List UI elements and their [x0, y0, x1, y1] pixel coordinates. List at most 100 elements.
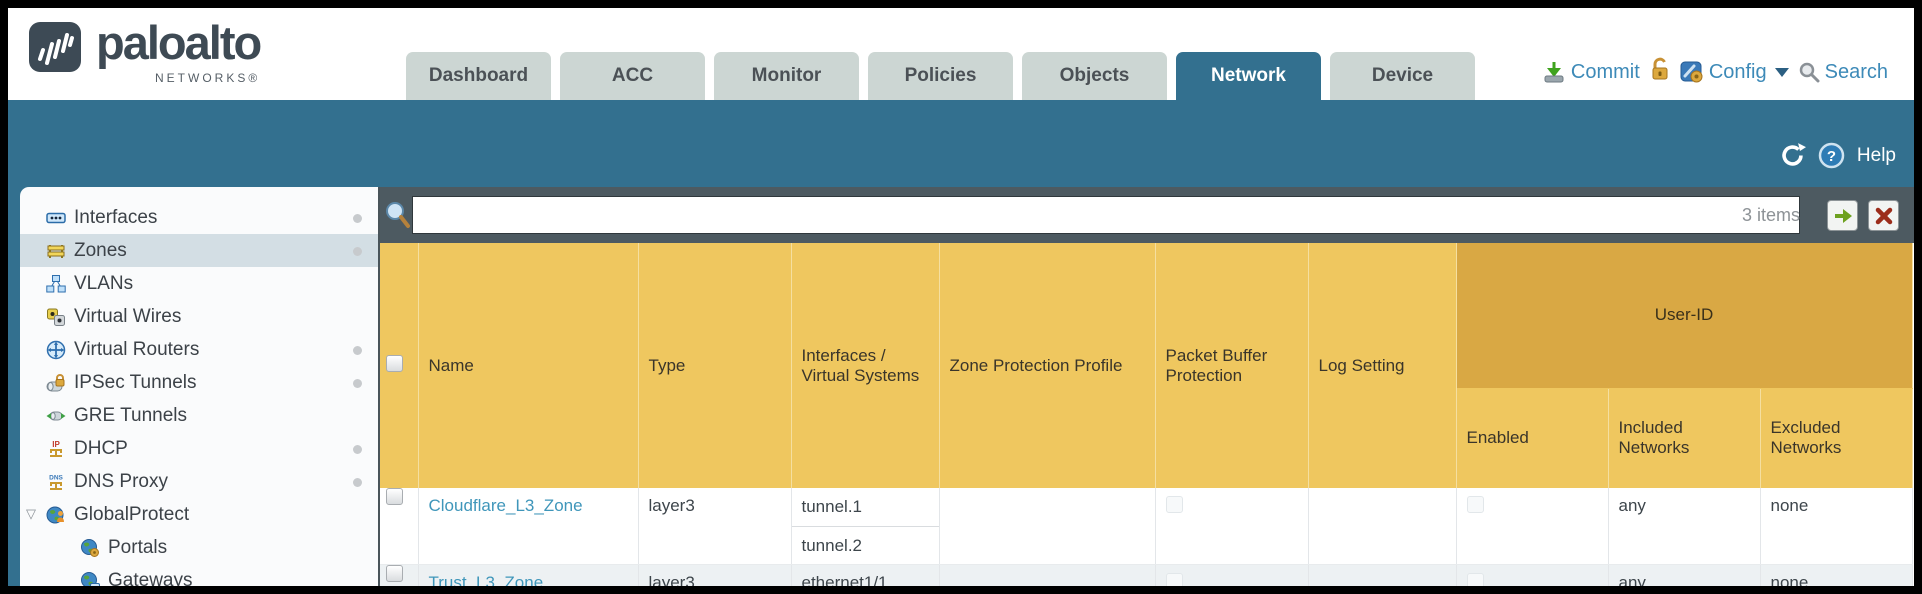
clear-filter-button[interactable] [1868, 200, 1899, 231]
sidebar-item-dhcp[interactable]: IP DHCP [20, 432, 378, 465]
sidebar-item-ipsec-tunnels[interactable]: IPSec Tunnels [20, 366, 378, 399]
ipsec-tunnels-icon [46, 373, 65, 391]
column-header-included-networks[interactable]: Included Networks [1608, 388, 1761, 488]
interfaces-icon [46, 212, 66, 223]
sidebar-item-portals[interactable]: Portals [20, 531, 378, 564]
dhcp-icon: IP [50, 440, 62, 457]
left-teal-gutter [8, 187, 20, 586]
interface-entry: tunnel.1 [801, 497, 863, 516]
row-checkbox[interactable] [386, 565, 403, 582]
sidebar-item-virtual-routers[interactable]: Virtual Routers [20, 333, 378, 366]
status-dot [353, 214, 362, 223]
column-group-user-id: User-ID [1456, 243, 1913, 389]
status-dot [353, 478, 362, 487]
filter-bar: 3 items [380, 187, 1914, 243]
svg-text:IP: IP [52, 440, 60, 449]
brand-subname: NETWORKS® [155, 71, 261, 85]
lock-button[interactable] [1649, 57, 1671, 87]
help-icon[interactable]: ? [1818, 142, 1845, 169]
cell-included-networks: any [1608, 488, 1761, 565]
brand-name: paloalto [96, 16, 262, 69]
sidebar-item-virtual-wires[interactable]: Virtual Wires [20, 300, 378, 333]
search-icon [1799, 62, 1820, 83]
items-count: 3 items [1741, 205, 1800, 225]
global-search-button[interactable]: Search [1798, 61, 1888, 84]
expander-triangle-icon[interactable]: ▽ [26, 506, 36, 521]
cell-interfaces: tunnel.1 tunnel.2 [791, 488, 940, 565]
apply-filter-button[interactable] [1827, 200, 1858, 231]
caret-down-icon [1774, 67, 1789, 77]
commit-icon [1544, 62, 1564, 83]
filter-magnifier-icon [386, 202, 410, 228]
status-dot [353, 247, 362, 256]
user-id-enabled-checkbox[interactable] [1466, 573, 1484, 586]
tab-policies[interactable]: Policies [868, 52, 1013, 100]
lock-icon [1652, 57, 1668, 80]
portals-icon [81, 538, 99, 557]
cell-zone-protection-profile [939, 488, 1156, 565]
column-header-type[interactable]: Type [638, 243, 792, 488]
sidebar-item-vlans[interactable]: VLANs [20, 267, 378, 300]
commit-button[interactable]: Commit [1542, 60, 1640, 84]
status-dot [353, 445, 362, 454]
sidebar-item-interfaces[interactable]: Interfaces [20, 201, 378, 234]
cell-type: layer3 [638, 564, 792, 586]
tab-network[interactable]: Network [1176, 52, 1321, 100]
globalprotect-icon [46, 506, 64, 523]
teal-ribbon: ? Help [8, 100, 1914, 187]
status-dot [353, 379, 362, 388]
tab-device[interactable]: Device [1330, 52, 1475, 100]
packet-buffer-protection-checkbox[interactable] [1165, 496, 1183, 513]
tab-acc[interactable]: ACC [560, 52, 705, 100]
main-nav-tabs: Dashboard ACC Monitor Policies Objects N… [406, 52, 1475, 100]
zone-name-link[interactable]: Cloudflare_L3_Zone [428, 496, 583, 515]
config-icon [1680, 61, 1703, 83]
vlans-icon [46, 274, 66, 292]
cell-excluded-networks: none [1760, 488, 1913, 565]
cell-excluded-networks: none [1760, 564, 1913, 586]
sidebar-item-gateways[interactable]: Gateways [20, 564, 378, 586]
main-panel: 3 items [380, 187, 1914, 586]
user-id-enabled-checkbox[interactable] [1466, 496, 1484, 513]
select-all-checkbox[interactable] [386, 354, 403, 372]
filter-input[interactable] [412, 196, 1800, 234]
column-header-name[interactable]: Name [418, 243, 639, 488]
tab-monitor[interactable]: Monitor [714, 52, 859, 100]
help-label[interactable]: Help [1856, 144, 1896, 166]
zone-name-link[interactable]: Trust_L3_Zone [428, 573, 544, 586]
app-window: paloalto NETWORKS® Dashboard ACC Monitor… [8, 8, 1914, 586]
top-bar: paloalto NETWORKS® Dashboard ACC Monitor… [8, 8, 1914, 100]
svg-text:?: ? [1827, 148, 1836, 165]
gateways-icon [81, 571, 100, 586]
row-checkbox[interactable] [386, 488, 403, 505]
select-all-checkbox-cell [380, 243, 419, 488]
top-actions: Commit Config [1542, 57, 1888, 87]
apply-filter-arrow-icon [1834, 208, 1852, 223]
virtual-routers-icon [46, 340, 66, 359]
tab-dashboard[interactable]: Dashboard [406, 52, 551, 100]
column-header-log-setting[interactable]: Log Setting [1308, 243, 1457, 488]
sidebar-item-gre-tunnels[interactable]: GRE Tunnels [20, 399, 378, 432]
cell-included-networks: any [1608, 564, 1761, 586]
sidebar-item-dns-proxy[interactable]: DNS DNS Proxy [20, 465, 378, 498]
table-row: Trust_L3_Zone layer3 ethernet1/1 any non… [380, 564, 1913, 586]
column-header-excluded-networks[interactable]: Excluded Networks [1760, 388, 1913, 488]
cell-type: layer3 [638, 488, 792, 565]
interface-entry: tunnel.2 [791, 526, 939, 564]
packet-buffer-protection-checkbox[interactable] [1165, 573, 1183, 586]
refresh-icon[interactable] [1779, 142, 1806, 169]
column-header-zone-protection-profile[interactable]: Zone Protection Profile [939, 243, 1156, 488]
config-menu-button[interactable]: Config [1680, 60, 1789, 84]
paloalto-logo: paloalto NETWORKS® [28, 16, 262, 85]
column-header-packet-buffer-protection[interactable]: Packet Buffer Protection [1155, 243, 1309, 488]
sidebar-item-globalprotect[interactable]: ▽ GlobalProtect [26, 503, 190, 525]
clear-filter-x-icon [1875, 207, 1892, 224]
column-header-interfaces[interactable]: Interfaces / Virtual Systems [791, 243, 940, 488]
column-header-enabled[interactable]: Enabled [1456, 388, 1609, 488]
zones-icon [47, 244, 65, 258]
dns-proxy-icon: DNS [49, 474, 64, 490]
gre-tunnels-icon [46, 411, 66, 420]
tab-objects[interactable]: Objects [1022, 52, 1167, 100]
sidebar-item-zones[interactable]: Zones [20, 234, 378, 267]
